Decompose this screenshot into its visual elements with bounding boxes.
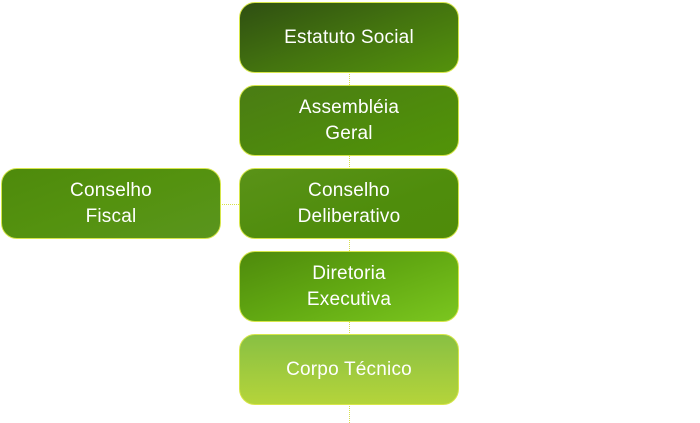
node-assembleia-geral: Assembléia Geral	[239, 85, 459, 156]
node-estatuto-social: Estatuto Social	[239, 2, 459, 73]
node-corpo-tecnico: Corpo Técnico	[239, 334, 459, 405]
fiscal-connector-line	[222, 204, 239, 205]
main-connector-line	[349, 74, 350, 423]
node-diretoria-executiva: Diretoria Executiva	[239, 251, 459, 322]
node-conselho-fiscal: Conselho Fiscal	[1, 168, 221, 239]
node-conselho-deliberativo: Conselho Deliberativo	[239, 168, 459, 239]
